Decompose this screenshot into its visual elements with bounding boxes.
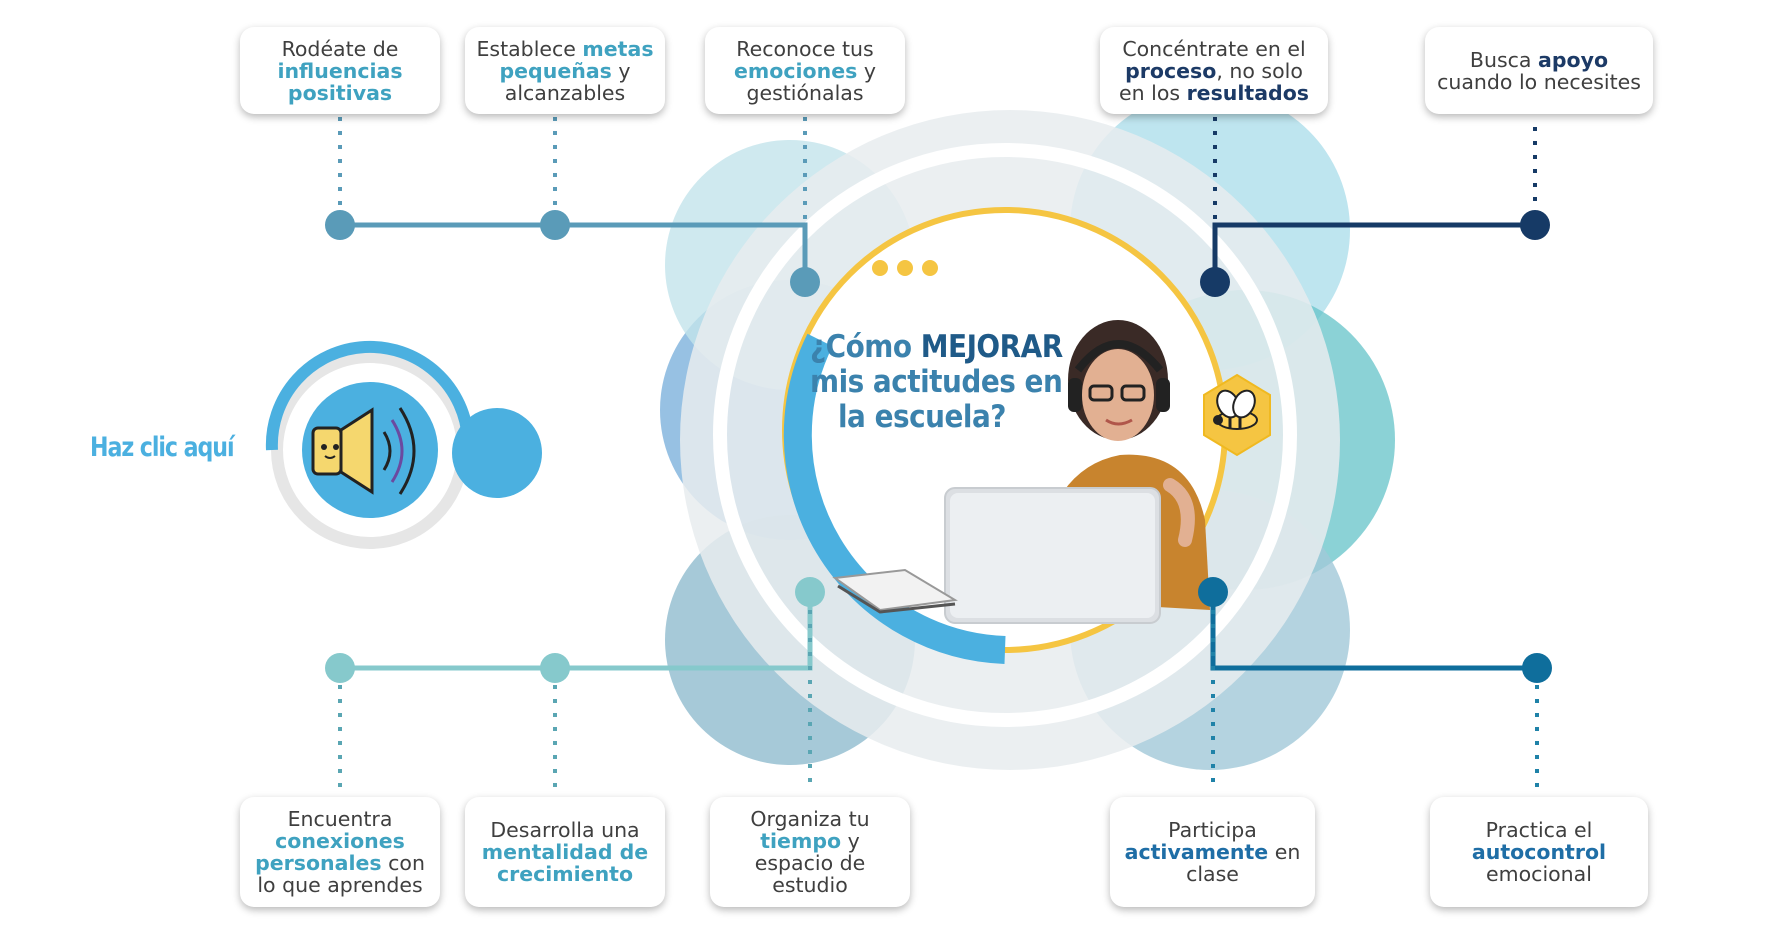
card-highlight-2: resultados [1186,80,1309,105]
card-text-after: y alcanzables [504,58,631,105]
title-line1-emphasis: MEJORAR [920,329,1063,365]
card-emociones: Reconoce tus emociones y gestiónalas [705,27,905,114]
card-conexiones-personales: Encuentra conexiones personales con lo q… [240,797,440,907]
card-text: Desarrolla una [490,818,640,842]
card-text: Organiza tu [750,807,870,831]
card-text: Participa [1168,818,1257,842]
card-mentalidad-crecimiento: Desarrolla una mentalidad de crecimiento [465,797,665,907]
audio-button-graphic[interactable] [265,340,542,549]
card-text-after: cuando lo necesites [1437,69,1641,94]
white-ring [713,143,1297,727]
bottom-right-connector [1198,577,1552,792]
title-line1-pre: ¿Cómo [810,329,921,365]
card-autocontrol: Practica el autocontrol emocional [1430,797,1648,907]
card-highlight: emociones [734,58,858,83]
card-highlight: tiempo [760,829,842,853]
card-activamente: Participa activamente en clase [1110,797,1315,907]
card-text-after: con lo que aprendes [257,851,425,897]
blue-arc [783,333,1006,664]
card-text: Practica el [1485,818,1593,842]
yellow-dots [872,260,938,276]
card-highlight: metas pequeñas [499,36,654,83]
card-text: Encuentra [287,807,393,831]
card-highlight: influencias positivas [277,58,403,105]
card-highlight: apoyo [1538,47,1609,72]
card-text: Establece [476,36,583,61]
title-line3: la escuela? [838,399,1006,435]
card-influencias-positivas: Rodéate de influencias positivas [240,27,440,114]
card-proceso: Concéntrate en el proceso, no solo en lo… [1100,27,1328,114]
card-apoyo: Busca apoyo cuando lo necesites [1425,27,1653,114]
student-illustration [832,320,1210,624]
card-highlight: activamente [1124,840,1269,864]
card-text: Busca [1469,47,1539,72]
speaker-icon[interactable] [311,407,416,495]
card-text-after: en clase [1186,840,1301,886]
bottom-left-connector [325,577,825,792]
card-text: Rodéate de [281,36,399,61]
top-right-connector [1200,117,1550,297]
card-metas-pequenas: Establece metas pequeñas y alcanzables [465,27,665,114]
card-tiempo: Organiza tu tiempo y espacio de estudio [710,797,910,907]
card-text-after: y gestiónalas [746,58,876,105]
card-highlight: conexiones personales [255,829,405,875]
card-highlight: autocontrol [1471,840,1607,864]
card-text: Reconoce tus [736,36,874,61]
card-highlight: proceso [1125,58,1217,83]
card-text: Concéntrate en el [1122,36,1306,61]
top-left-connector [325,117,820,297]
bee-hexagon-icon [1203,373,1271,457]
main-title: ¿Cómo MEJORAR mis actitudes en la escuel… [810,330,1080,435]
card-text-mid: , no solo en los [1119,58,1303,105]
card-highlight: mentalidad de crecimiento [481,840,649,886]
card-text-after: y espacio de estudio [754,829,866,897]
card-text-after: emocional [1486,862,1592,886]
click-here-label[interactable]: Haz clic aquí [90,432,235,463]
title-line2: mis actitudes en [810,364,1063,400]
